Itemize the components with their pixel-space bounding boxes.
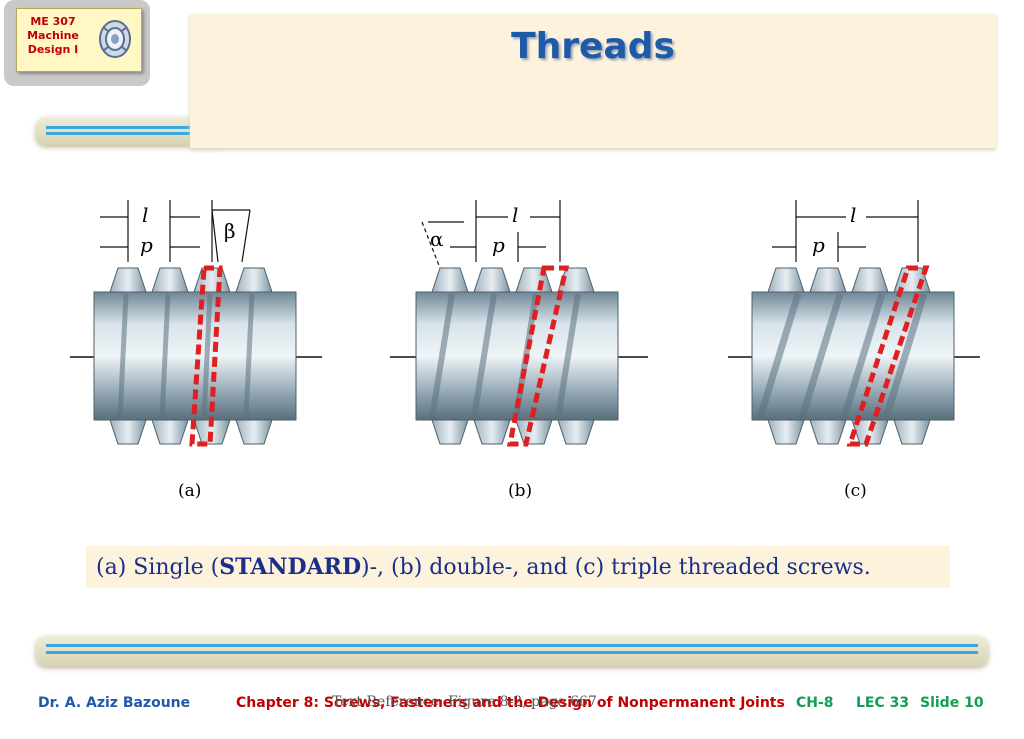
footer-chapter: Chapter 8: Screws, Fasteners and the Des…	[236, 695, 785, 711]
footer-lecture: LEC 33	[856, 695, 910, 711]
figure-caption: (a) Single (STANDARD)-, (b) double-, and…	[96, 554, 871, 580]
footer-reference: Text Reference: Figure 8-2, page 667	[332, 694, 597, 710]
thread-figure: l p β (a)	[70, 200, 980, 501]
panel-b-angle-label: α	[430, 227, 444, 251]
course-badge-frame: ME 307 Machine Design I	[4, 0, 150, 86]
title-panel: Threads	[190, 14, 996, 148]
panel-a-lead-label: l	[142, 203, 148, 227]
bottom-divider-stripe	[46, 651, 978, 654]
caption-panel: (a) Single (STANDARD)-, (b) double-, and…	[86, 546, 950, 588]
caption-part-1: (a) Single (	[96, 555, 220, 580]
top-divider-stripe	[46, 132, 216, 135]
course-badge-text: ME 307 Machine Design I	[27, 15, 79, 56]
panel-b-lead-label: l	[512, 203, 518, 227]
bottom-divider-bar	[36, 636, 988, 666]
panel-c-pitch-label: p	[812, 233, 825, 257]
top-divider-stripe	[46, 126, 216, 129]
panel-c-triple-thread: l p (c)	[728, 200, 980, 501]
caption-part-2: )-, (b) double-, and (c) triple threaded…	[361, 555, 871, 580]
panel-b-double-thread: l p α (b)	[390, 200, 648, 501]
course-badge: ME 307 Machine Design I	[16, 8, 142, 72]
panel-c-tag: (c)	[844, 481, 867, 501]
panel-b-pitch-label: p	[492, 233, 505, 257]
panel-a-pitch-label: p	[140, 233, 153, 257]
panel-b-tag: (b)	[508, 481, 532, 501]
footer-chapter-number: CH-8	[796, 695, 834, 711]
gear-icon	[99, 20, 131, 58]
caption-bold: STANDARD	[219, 554, 362, 580]
footer-slide-number: Slide 10	[920, 695, 984, 711]
footer-author: Dr. A. Aziz Bazoune	[38, 695, 191, 711]
panel-c-lead-label: l	[850, 203, 856, 227]
panel-a-tag: (a)	[178, 481, 201, 501]
bottom-divider-stripe	[46, 644, 978, 647]
slide-title: Threads	[511, 26, 675, 67]
panel-a-angle-label: β	[224, 219, 236, 243]
panel-a-single-thread: l p β (a)	[70, 200, 322, 501]
